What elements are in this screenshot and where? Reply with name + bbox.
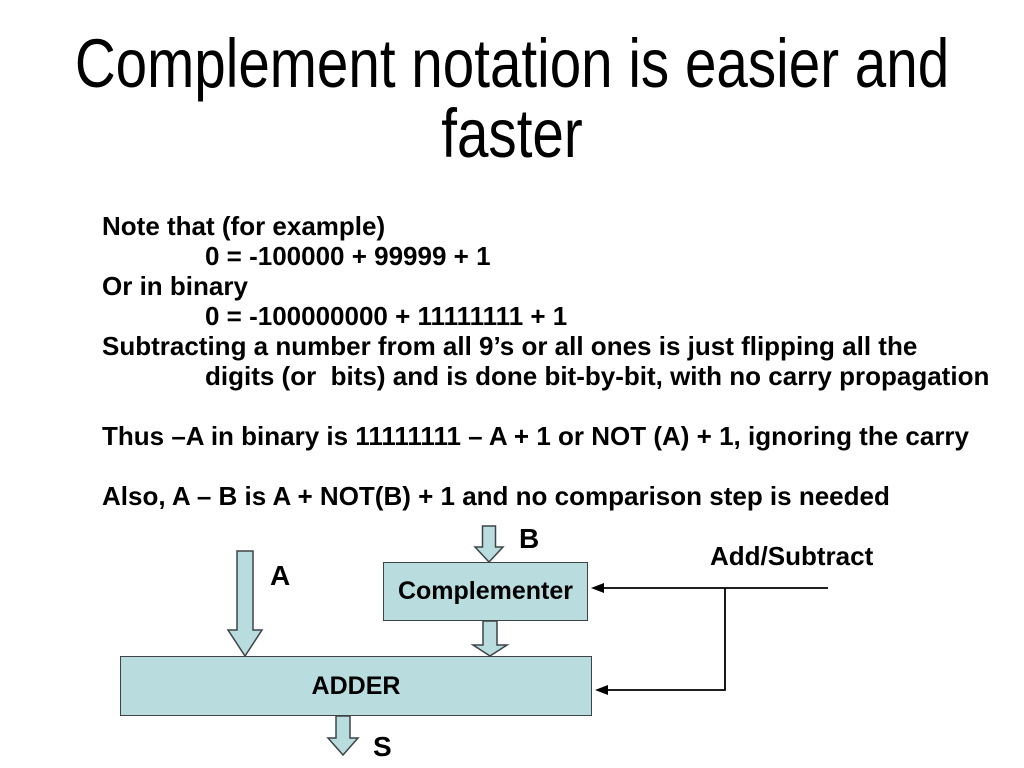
- body-line: digits (or bits) and is done bit-by-bit,…: [205, 361, 990, 391]
- input-b-arrow: [473, 525, 505, 564]
- input-b-label: B: [519, 523, 540, 554]
- page-title-line-2: faster: [441, 95, 583, 172]
- add-subtract-label: Add/Subtract: [710, 541, 874, 571]
- body-line: Subtracting a number from all 9’s or all…: [102, 331, 918, 361]
- page-title: Complement notation is easier and faster: [0, 29, 1024, 169]
- adder-box-label: ADDER: [311, 671, 401, 700]
- sum-output-arrow: [326, 715, 360, 757]
- input-a-label: A: [270, 560, 291, 591]
- body-line: 0 = -100000000 + 11111111 + 1: [205, 301, 568, 331]
- input-a-arrow: [226, 550, 264, 658]
- body-line: Note that (for example): [102, 211, 386, 241]
- control-line-to-adder: [606, 588, 726, 691]
- output-s-label: S: [373, 731, 392, 762]
- body-line: 0 = -100000 + 99999 + 1: [205, 241, 491, 271]
- complementer-box: Complementer: [383, 562, 588, 621]
- body-text: Note that (for example) 0 = -100000 + 99…: [102, 211, 989, 511]
- adder-box: ADDER: [120, 656, 592, 716]
- control-arrowhead-adder: [595, 685, 608, 695]
- page-title-line-1: Complement notation is easier and: [74, 25, 950, 102]
- control-arrowhead-complementer: [591, 583, 604, 593]
- complementer-to-adder-arrow: [470, 620, 510, 657]
- body-line: Or in binary: [102, 271, 248, 301]
- body-line: Thus –A in binary is 11111111 – A + 1 or…: [102, 421, 970, 451]
- complementer-box-label: Complementer: [397, 577, 574, 605]
- body-line: Also, A – B is A + NOT(B) + 1 and no com…: [102, 481, 890, 511]
